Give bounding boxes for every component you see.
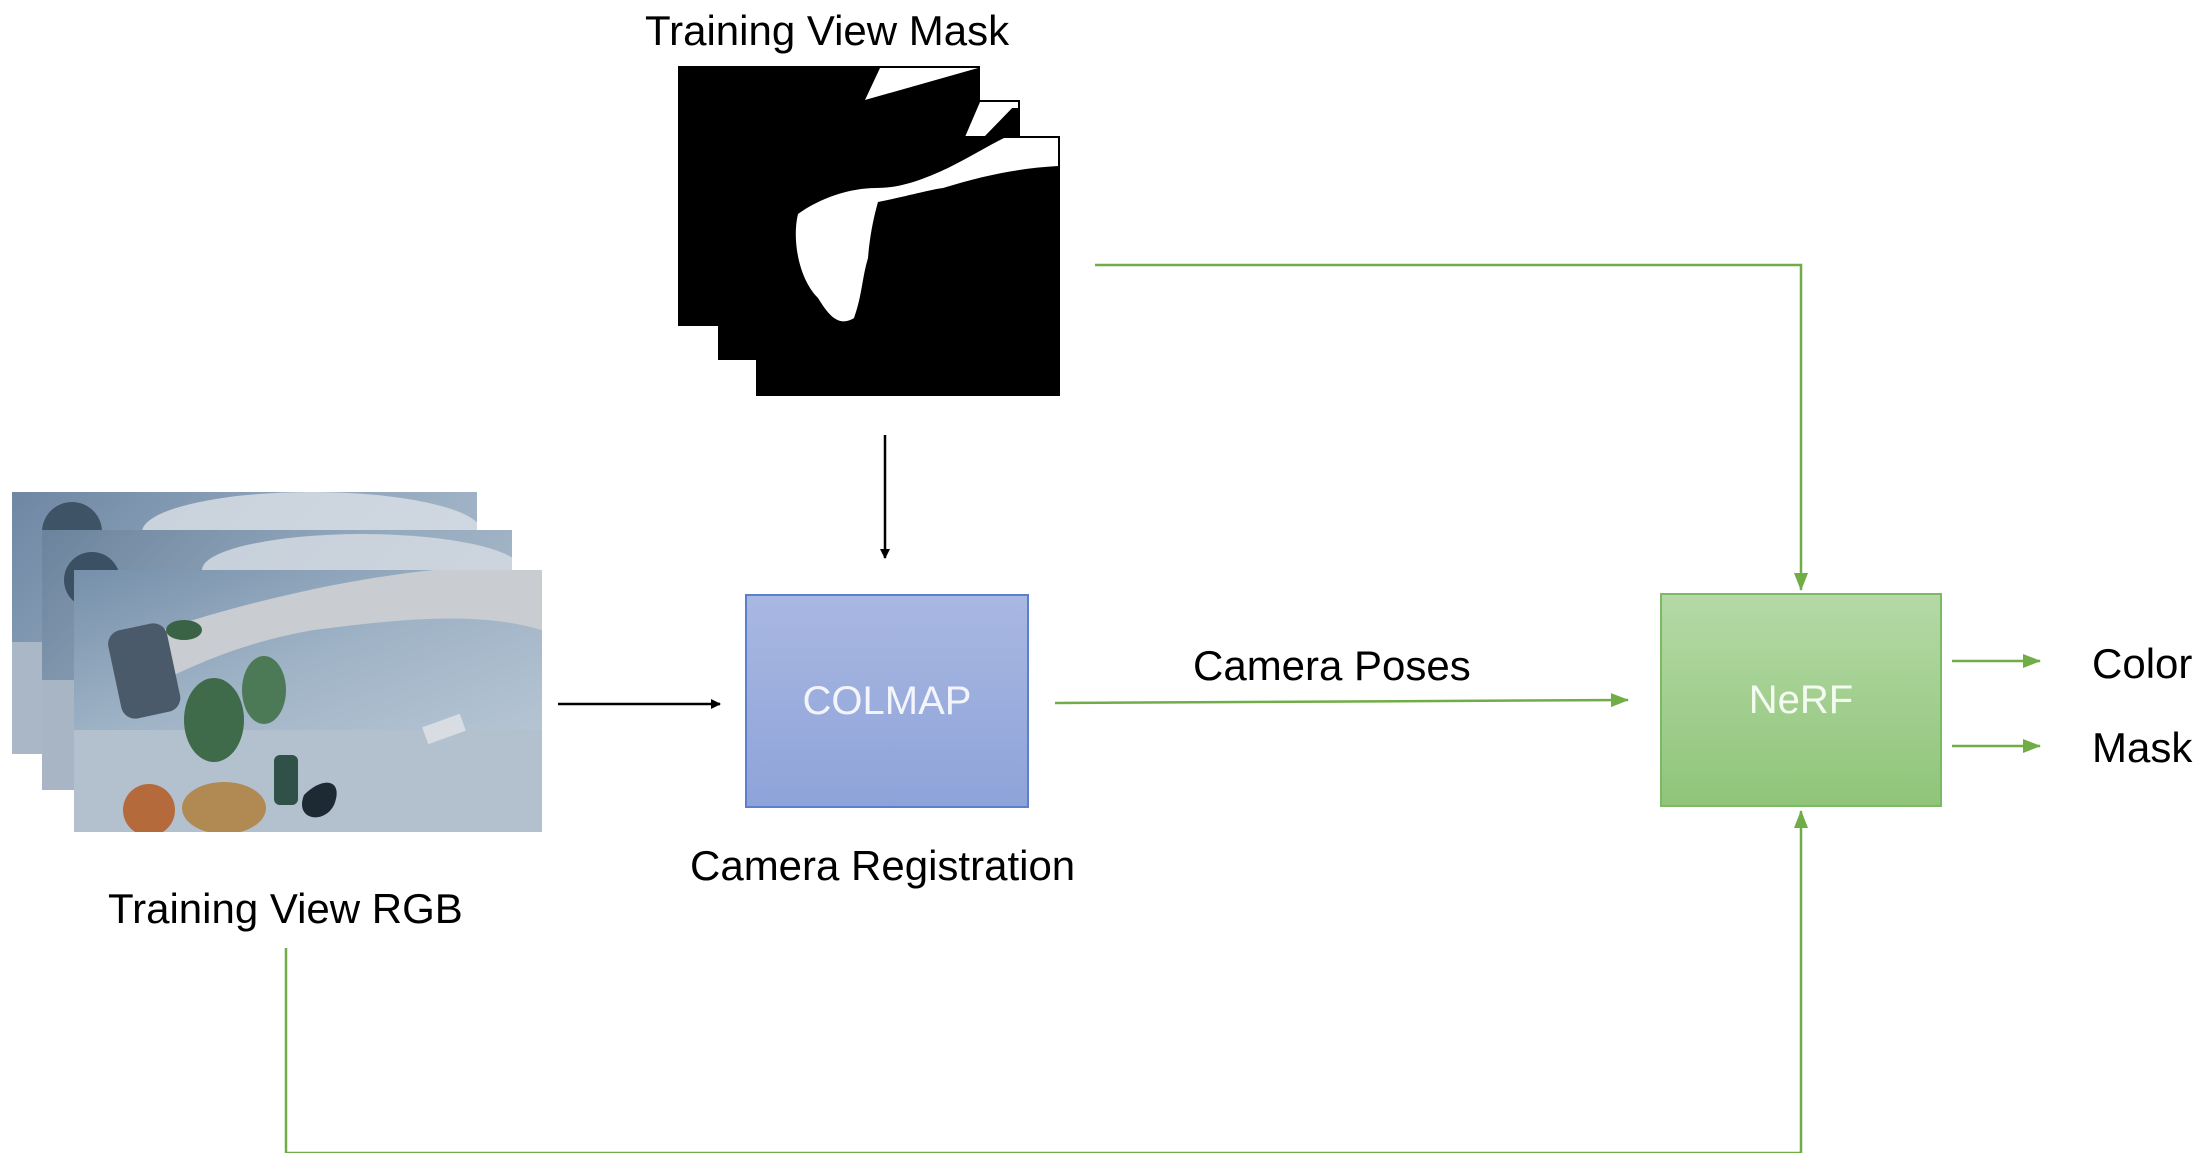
mask-image-front [756, 136, 1060, 396]
rgb-stack-label: Training View RGB [108, 885, 463, 932]
output-color-label: Color [2092, 640, 2193, 687]
mask-to-nerf-arrow [1095, 263, 1808, 591]
rgb-to-nerf-arrow [284, 810, 1808, 1153]
output-mask-label: Mask [2092, 724, 2193, 771]
nerf-label: NeRF [1748, 677, 1854, 722]
colmap-box: COLMAP [745, 594, 1029, 808]
rgb-image-stack [12, 492, 542, 832]
camera-registration-label: Camera Registration [690, 842, 1076, 889]
camera-poses-label: Camera Poses [1193, 642, 1471, 689]
mask-stack-label: Training View Mask [645, 7, 1010, 54]
colmap-label: COLMAP [802, 678, 972, 723]
nerf-box: NeRF [1660, 593, 1942, 807]
poses-arrow [1054, 693, 1629, 708]
rgb-image-front [74, 570, 542, 832]
mask-image-stack [678, 66, 1060, 396]
